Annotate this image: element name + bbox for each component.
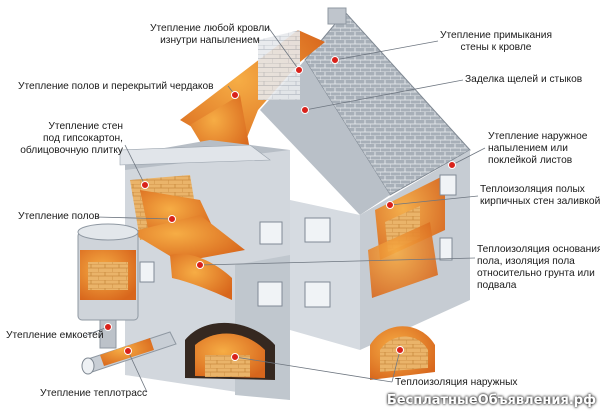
windows [139,174,457,308]
pointer-dots [104,56,456,361]
label-external-spray: Утепление наружное напылением или поклей… [488,131,588,166]
leader-lines [83,26,486,393]
label-gap-sealing: Заделка щелей и стыков [465,74,583,85]
label-walls-under-drywall: Утепление стен под гипсокартон, облицово… [20,121,123,156]
watermark: БесплатныеОбъявления.рф [386,393,596,408]
label-tanks: Утепление емкостей [6,330,104,341]
right-wing-walls [290,150,470,350]
floor-insulation [130,175,245,300]
foundation-insulation [185,322,435,380]
label-foundation: Теплоизоляция основания пола, изоляция п… [477,244,600,291]
label-roof-spray: Утепление любой кровли изнутри напыление… [150,23,270,46]
label-hollow-brick: Теплоизоляция полых кирпичных стен залив… [480,184,600,207]
chimney [327,7,347,25]
label-wall-roof-junction: Утепление примыкания стены к кровле [440,30,553,53]
label-floors: Утепление полов [18,211,100,222]
tank [77,223,139,349]
label-attic-floors: Утепление полов и перекрытий чердаков [18,81,214,92]
label-pipelines: Утепление теплотрасс [40,388,148,399]
label-external: Теплоизоляция наружных [395,377,518,388]
